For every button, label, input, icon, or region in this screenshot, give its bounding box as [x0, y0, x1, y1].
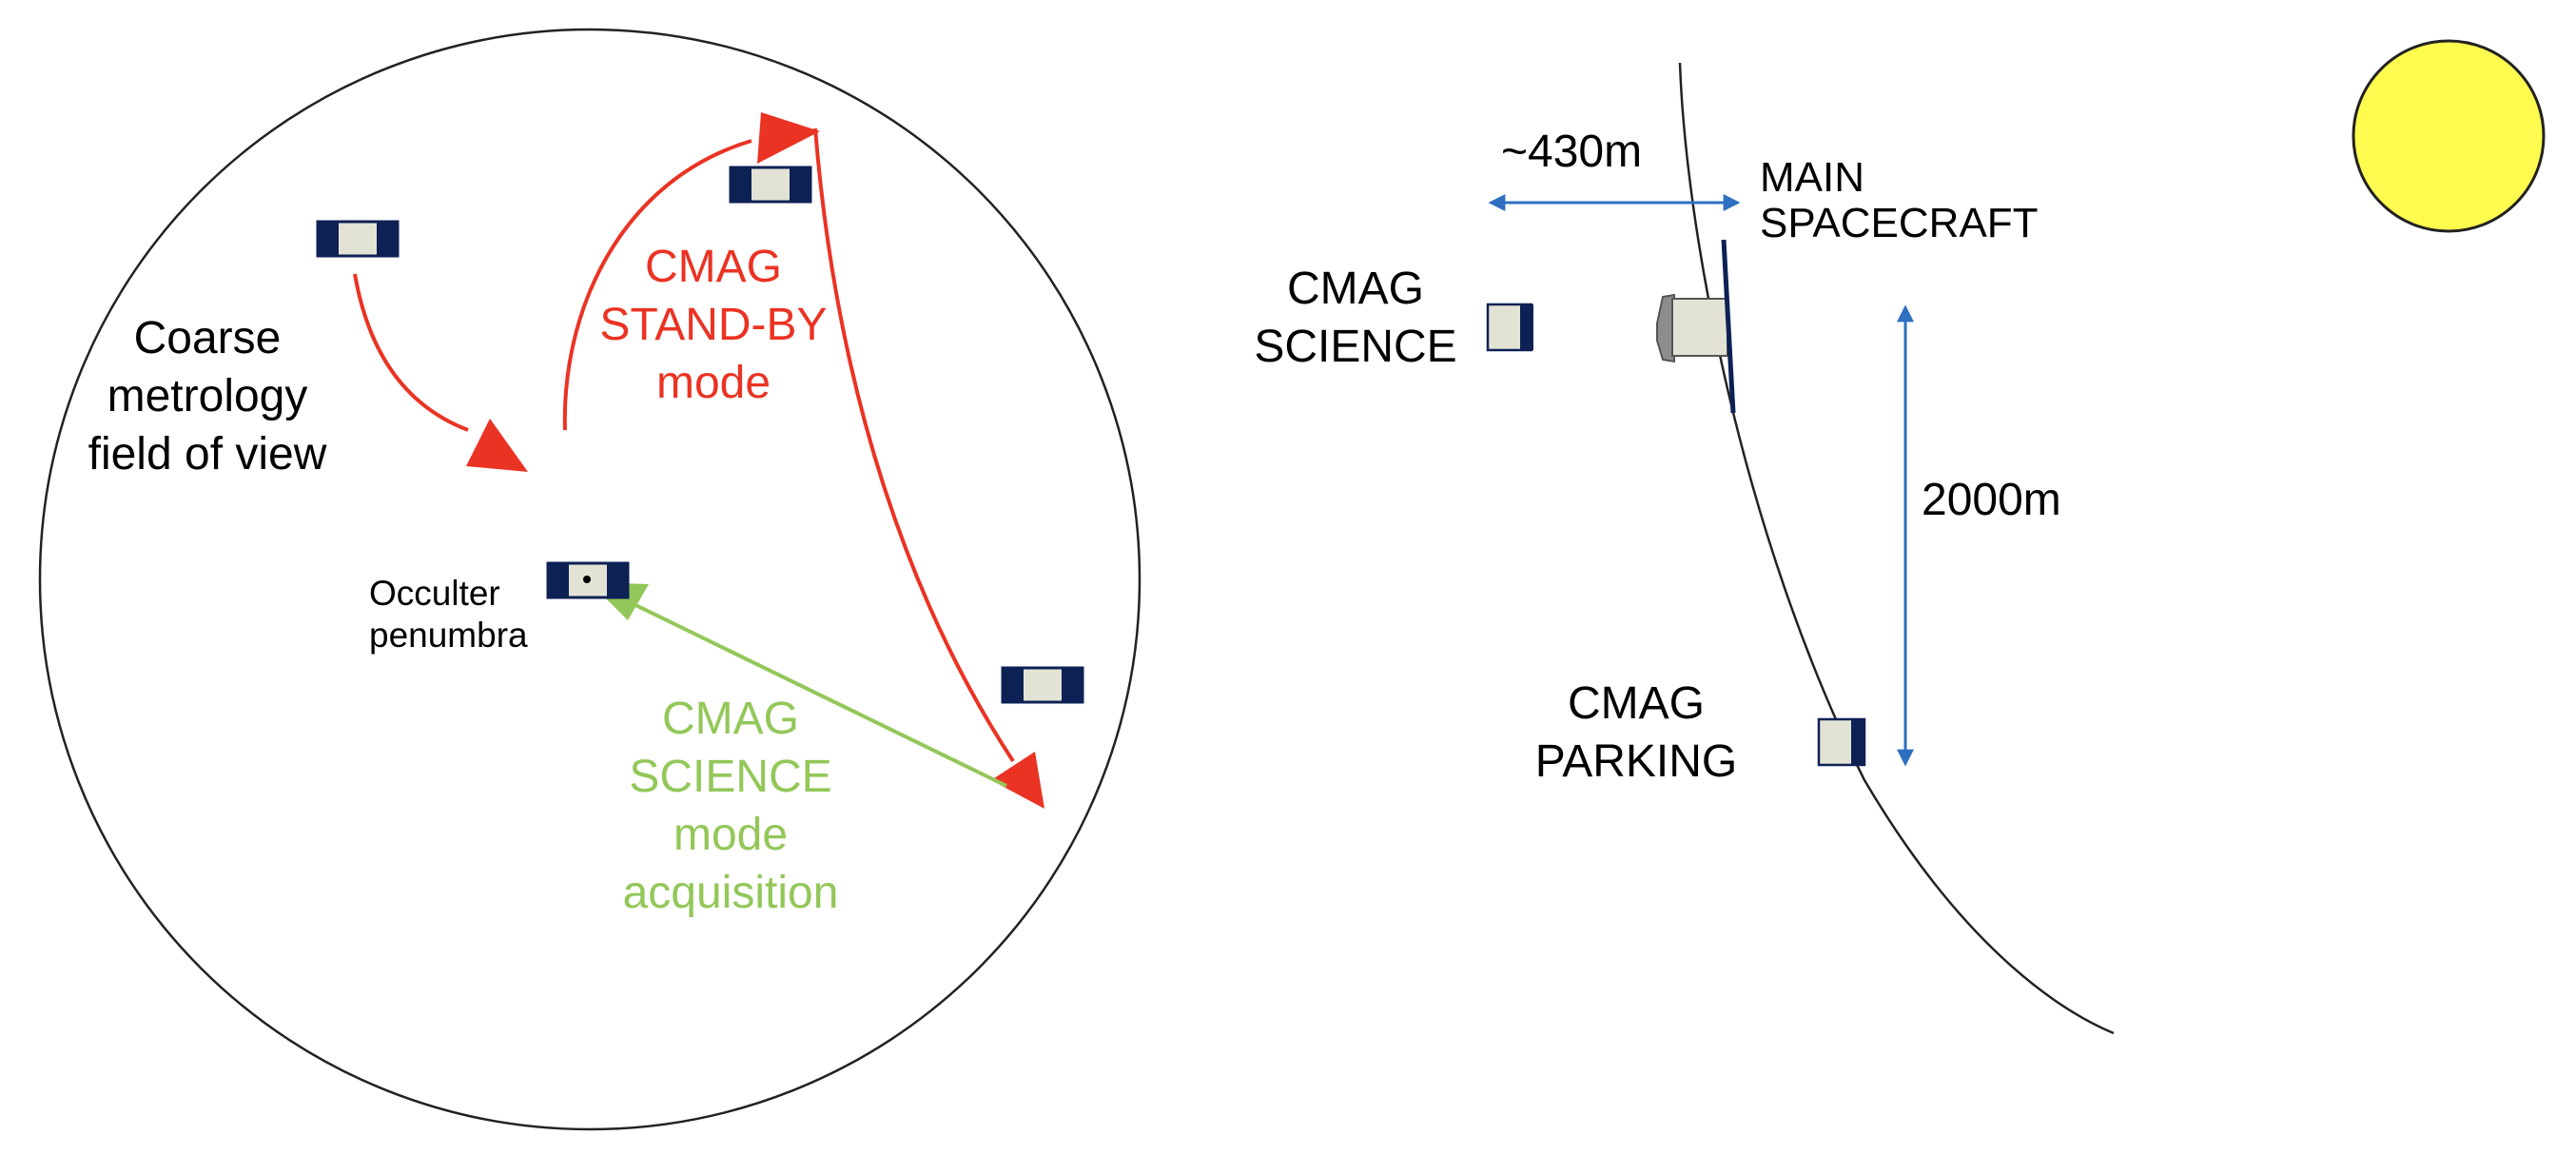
standby-arc-arrow: [562, 139, 752, 431]
spacecraft-icon: [316, 220, 400, 258]
parking-label: CMAG PARKING: [1534, 678, 1738, 787]
main-spacecraft-label: MAIN SPACECRAFT: [1760, 154, 2039, 247]
standby-descent-arrow: [813, 127, 1015, 763]
solar-panel-icon: [1721, 239, 1736, 414]
spacecraft-icon: [1486, 303, 1533, 352]
standby-arc-arrowhead: [757, 112, 820, 164]
thruster-icon: [1656, 293, 1675, 363]
standby-approach-arrowhead: [466, 419, 528, 472]
spacecraft-icon: [1001, 666, 1084, 704]
fov-label: Coarse metrology field of view: [88, 313, 327, 480]
distance-label: ~430m: [1501, 127, 1643, 177]
main-spacecraft-icon: [1656, 239, 1736, 414]
science-position-label: CMAG SCIENCE: [1254, 264, 1457, 372]
standby-descent-arrowhead: [991, 752, 1044, 809]
sun-icon: [2352, 39, 2546, 233]
spacecraft-icon: [1817, 717, 1866, 767]
standby-approach-arrow: [353, 273, 469, 432]
science-acquisition-arrow: [627, 599, 1007, 788]
fov-circle: [38, 28, 1142, 1131]
spacecraft-icon: [729, 166, 812, 204]
separation-label: 2000m: [1922, 475, 2061, 525]
spacecraft-icon: [546, 561, 630, 599]
science-mode-label: CMAG SCIENCE mode acquisition: [622, 694, 839, 918]
standby-mode-label: CMAG STAND-BY mode: [599, 242, 828, 408]
occulter-label: Occulter penumbra: [369, 574, 528, 656]
orbit-arc: [1678, 62, 2115, 1035]
